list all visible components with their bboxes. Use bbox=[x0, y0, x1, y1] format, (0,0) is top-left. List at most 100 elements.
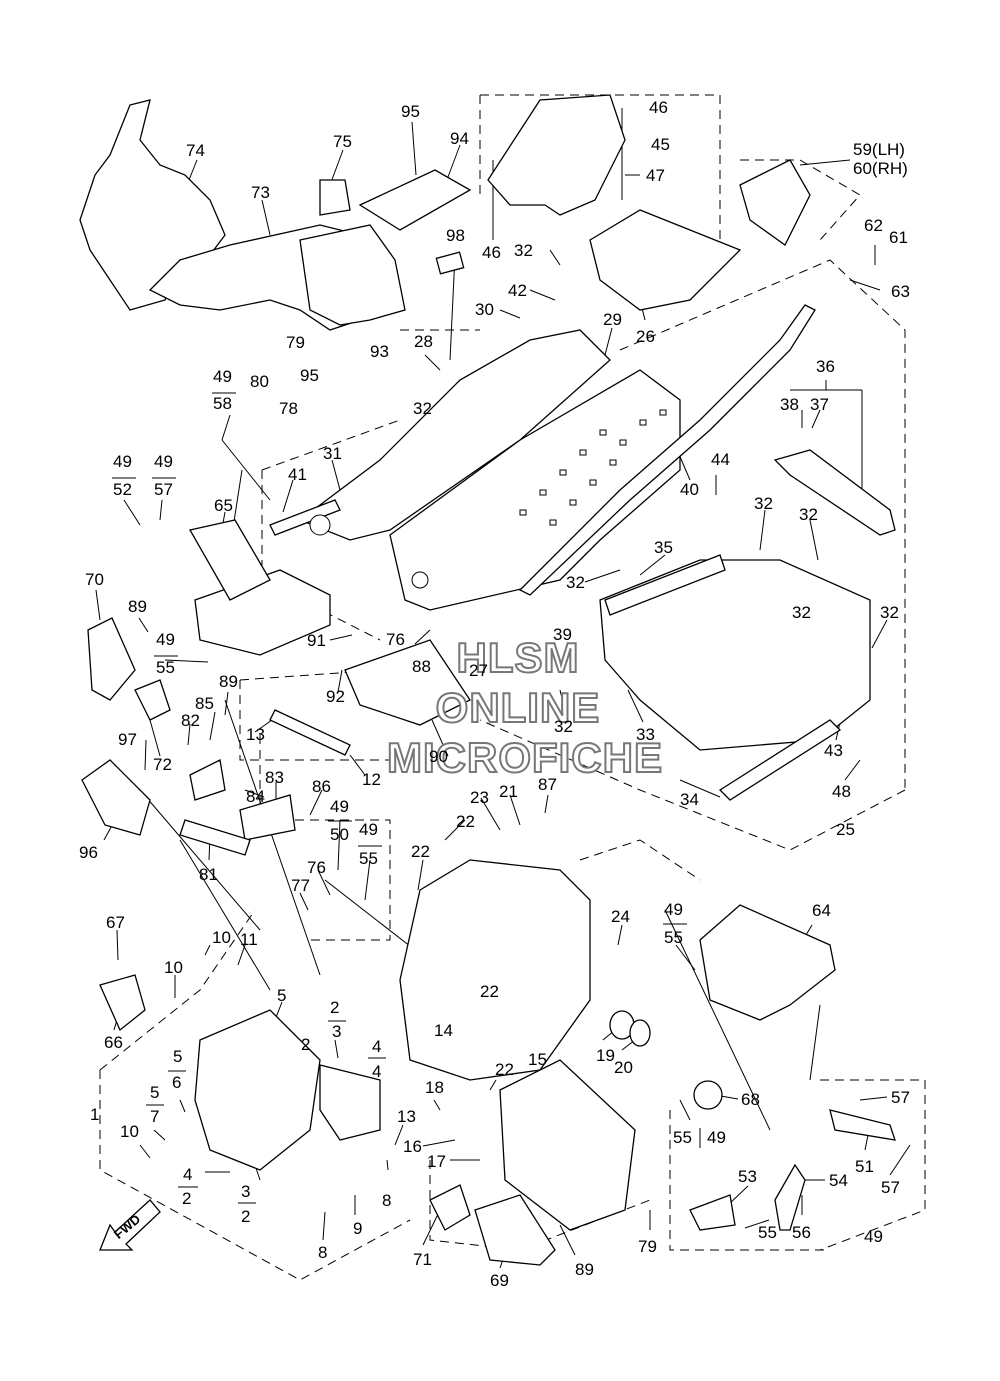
callout-73: 73 bbox=[251, 183, 270, 202]
callout-98: 98 bbox=[446, 226, 465, 245]
callout-49: 49 bbox=[707, 1128, 726, 1147]
callout-69: 69 bbox=[490, 1271, 509, 1290]
fwd-badge: FWD bbox=[99, 1199, 161, 1251]
callout-17: 17 bbox=[427, 1152, 446, 1171]
callout-13: 13 bbox=[397, 1107, 416, 1126]
callout-5: 5 bbox=[150, 1083, 159, 1102]
cover-96 bbox=[81, 759, 151, 836]
callout-10: 10 bbox=[212, 928, 231, 947]
callout-32: 32 bbox=[754, 494, 773, 513]
callout-81: 81 bbox=[199, 865, 218, 884]
callout-56: 56 bbox=[792, 1223, 811, 1242]
watermark-line-3: MICROFICHE bbox=[387, 734, 663, 781]
callout-2: 2 bbox=[182, 1189, 191, 1208]
callout-9: 9 bbox=[353, 1219, 362, 1238]
callout-19: 19 bbox=[596, 1046, 615, 1065]
watermark: HLSM ONLINE MICROFICHE bbox=[386, 633, 663, 782]
callout-49: 49 bbox=[154, 452, 173, 471]
callout-11: 11 bbox=[240, 930, 258, 949]
callout-26: 26 bbox=[636, 327, 655, 346]
callout-32: 32 bbox=[792, 603, 811, 622]
plate-94 bbox=[358, 169, 472, 231]
rail-41 bbox=[269, 499, 341, 536]
callout-49: 49 bbox=[330, 797, 349, 816]
callout-2: 2 bbox=[241, 1207, 250, 1226]
callout-58: 58 bbox=[213, 394, 232, 413]
group-outlines bbox=[99, 94, 926, 1281]
callout-55: 55 bbox=[673, 1128, 692, 1147]
callout-71: 71 bbox=[413, 1250, 432, 1269]
callout-55: 55 bbox=[359, 849, 378, 868]
heat-exchanger-15 bbox=[499, 1059, 636, 1231]
callout-89: 89 bbox=[575, 1260, 594, 1279]
leader-lines bbox=[95, 108, 911, 1269]
callout-39: 39 bbox=[553, 625, 572, 644]
callout-48: 48 bbox=[832, 782, 851, 801]
callout-3: 3 bbox=[241, 1182, 250, 1201]
callout-75: 75 bbox=[333, 132, 352, 151]
callout-53: 53 bbox=[738, 1167, 757, 1186]
plate-59-60 bbox=[739, 159, 811, 246]
bracket-83 bbox=[239, 794, 296, 841]
callout-79: 79 bbox=[286, 333, 305, 352]
callout-49: 49 bbox=[359, 820, 378, 839]
callout-3: 3 bbox=[332, 1022, 341, 1041]
callout-55: 55 bbox=[664, 928, 683, 947]
callout-22: 22 bbox=[456, 812, 475, 831]
callout-49: 49 bbox=[664, 900, 683, 919]
fraction-bars bbox=[112, 392, 701, 1204]
callout-1: 1 bbox=[90, 1105, 99, 1124]
callout-22: 22 bbox=[480, 982, 499, 1001]
callout-96: 96 bbox=[79, 843, 98, 862]
cover-71 bbox=[429, 1184, 471, 1231]
rail-35 bbox=[604, 554, 726, 616]
callout-34: 34 bbox=[680, 790, 699, 809]
callout-89: 89 bbox=[128, 597, 147, 616]
callout-93: 93 bbox=[370, 342, 389, 361]
callout-25: 25 bbox=[836, 820, 855, 839]
callout-14: 14 bbox=[434, 1021, 453, 1040]
callout-32: 32 bbox=[413, 399, 432, 418]
callout-32: 32 bbox=[554, 717, 573, 736]
callout-5: 5 bbox=[277, 986, 286, 1005]
callout-80: 80 bbox=[250, 372, 269, 391]
callout-46: 46 bbox=[649, 98, 668, 117]
callout-94: 94 bbox=[450, 129, 469, 148]
callout-24: 24 bbox=[611, 907, 630, 926]
rail-34 bbox=[718, 719, 842, 801]
callout-82: 82 bbox=[181, 711, 200, 730]
callout-57: 57 bbox=[881, 1178, 900, 1197]
callout-95: 95 bbox=[401, 102, 420, 121]
callout-42: 42 bbox=[508, 281, 527, 300]
callout-49: 49 bbox=[213, 367, 232, 386]
callout-37: 37 bbox=[810, 395, 829, 414]
callout-70: 70 bbox=[85, 570, 104, 589]
bracket-72 bbox=[134, 679, 171, 721]
callout-33: 33 bbox=[636, 725, 655, 744]
label-98 bbox=[435, 251, 465, 275]
callout-28: 28 bbox=[414, 332, 433, 351]
callout-15: 15 bbox=[528, 1050, 547, 1069]
callout-55: 55 bbox=[156, 658, 175, 677]
part-outlines bbox=[79, 94, 896, 1266]
callout-77: 77 bbox=[291, 876, 310, 895]
callout-76: 76 bbox=[386, 630, 405, 649]
callout-38: 38 bbox=[780, 395, 799, 414]
callout-90: 90 bbox=[429, 747, 448, 766]
plate-51 bbox=[829, 1109, 896, 1141]
callout-36: 36 bbox=[816, 357, 835, 376]
callout-85: 85 bbox=[195, 694, 214, 713]
callout-32: 32 bbox=[566, 573, 585, 592]
column-bracket bbox=[299, 224, 406, 326]
callout-4: 4 bbox=[372, 1037, 381, 1056]
front-suspension-1 bbox=[194, 1009, 321, 1171]
callout-44: 44 bbox=[711, 450, 730, 469]
callout-29: 29 bbox=[603, 310, 622, 329]
callout-40: 40 bbox=[680, 480, 699, 499]
callout-57: 57 bbox=[891, 1088, 910, 1107]
callout-4: 4 bbox=[183, 1165, 192, 1184]
callout-91: 91 bbox=[307, 631, 326, 650]
callout-87: 87 bbox=[538, 775, 557, 794]
bracket-54 bbox=[774, 1163, 806, 1231]
